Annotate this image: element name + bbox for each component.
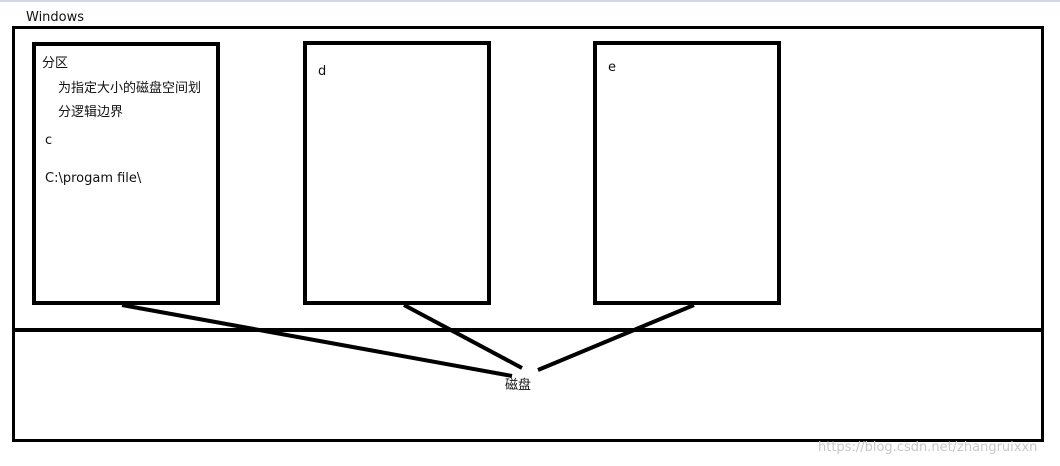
partition-d-box bbox=[303, 41, 491, 305]
partition-c-path: C:\progam file\ bbox=[45, 171, 142, 186]
partition-annotation-line-2: 分逻辑边界 bbox=[58, 105, 124, 120]
partition-c-box bbox=[32, 42, 220, 305]
partition-d-label: d bbox=[318, 64, 327, 79]
partition-e-box bbox=[593, 41, 781, 305]
partition-annotation-line-1: 为指定大小的磁盘空间划 bbox=[58, 81, 202, 96]
system-disk-divider bbox=[12, 328, 1044, 332]
top-edge-strip bbox=[0, 0, 1060, 2]
disk-label: 磁盘 bbox=[505, 378, 532, 393]
windows-label: Windows bbox=[26, 10, 85, 25]
partition-c-label: c bbox=[45, 133, 53, 148]
windows-container bbox=[12, 26, 1044, 442]
partition-e-label: e bbox=[608, 60, 616, 75]
watermark-text: https://blog.csdn.net/zhangruixxn bbox=[818, 440, 1038, 455]
partition-annotation-title: 分区 bbox=[42, 56, 69, 71]
